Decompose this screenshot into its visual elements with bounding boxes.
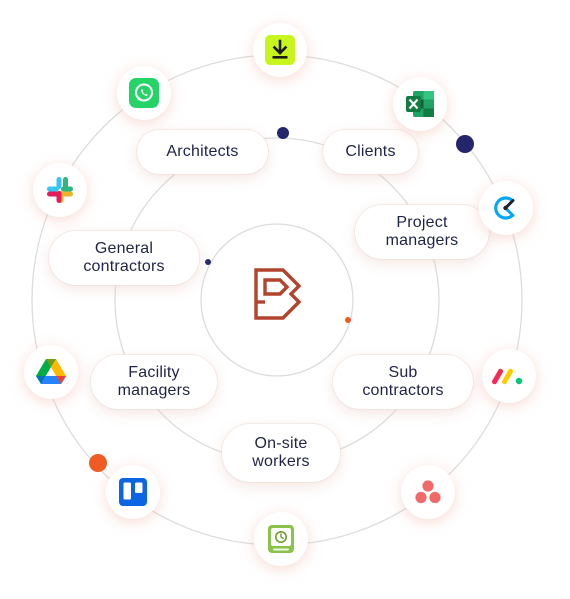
role-pill-project-managers: Project managers (355, 205, 489, 259)
role-pill-sub-contractors: Sub contractors (333, 355, 473, 409)
role-label: General contractors (83, 240, 165, 275)
role-label: Sub contractors (362, 364, 444, 399)
app-excel[interactable] (393, 77, 447, 131)
app-trello[interactable] (106, 465, 160, 519)
role-pill-facility-managers: Facility managers (91, 355, 217, 409)
inner-orbit-ring (200, 223, 354, 377)
orange-dot-inner (345, 317, 351, 323)
app-slack[interactable] (33, 163, 87, 217)
app-whatsapp[interactable] (117, 66, 171, 120)
navy-dot-right (456, 135, 474, 153)
role-pill-on-site-workers: On-site workers (222, 424, 340, 482)
android-app-icon (268, 525, 294, 553)
app-asana[interactable] (401, 465, 455, 519)
app-google-drive[interactable] (24, 345, 78, 399)
app-monday[interactable] (482, 349, 536, 403)
role-label: Facility managers (117, 364, 191, 399)
b-brand-logo-icon (254, 268, 302, 320)
app-download[interactable] (253, 23, 307, 77)
asana-icon (415, 480, 441, 504)
whatsapp-icon (129, 78, 159, 108)
role-label: On-site workers (252, 435, 310, 470)
role-label: Project managers (385, 214, 459, 249)
role-pill-architects: Architects (137, 130, 268, 174)
clockify-icon (494, 196, 515, 220)
navy-dot-inner (205, 259, 211, 265)
navy-dot-top (277, 127, 289, 139)
excel-icon (406, 91, 434, 117)
google-drive-icon (36, 359, 66, 384)
slack-icon (47, 177, 73, 203)
app-clockify[interactable] (479, 181, 533, 235)
monday-icon (492, 368, 523, 385)
orange-dot-outer (89, 454, 107, 472)
app-android[interactable] (254, 512, 308, 566)
role-label: Clients (345, 143, 396, 160)
role-pill-general-contractors: General contractors (49, 231, 199, 285)
trello-icon (119, 478, 147, 506)
role-label: Architects (166, 143, 239, 160)
download-icon (265, 35, 295, 65)
role-pill-clients: Clients (323, 130, 418, 174)
